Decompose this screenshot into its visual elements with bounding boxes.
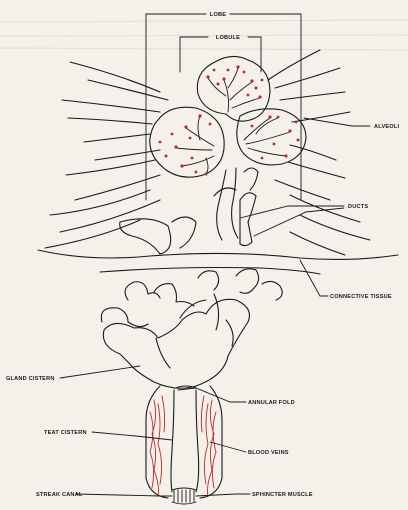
leader-lines [60, 118, 370, 496]
paper-texture [0, 20, 408, 50]
streak-canal-label: STREAK CANAL [36, 492, 83, 498]
sphincter-muscle-label: SPHINCTER MUSCLE [252, 492, 313, 498]
lobules [150, 56, 306, 177]
gland-cistern-structure [101, 269, 282, 388]
connective-tissue-band [38, 250, 398, 274]
lobule-top [197, 56, 270, 121]
blood-veins [150, 396, 216, 496]
lobe-label: LOBE [210, 12, 226, 18]
lobule-bracket [180, 37, 261, 72]
annular-fold-label: ANNULAR FOLD [248, 400, 295, 406]
gland-cistern-label: GLAND CISTERN [6, 376, 55, 382]
ducts-label: DUCTS [348, 204, 368, 210]
alveoli-dots [159, 65, 300, 175]
blood-veins-label: BLOOD VEINS [248, 450, 289, 456]
sphincter-muscle-shape [172, 488, 196, 504]
alveoli-label: ALVEOLI [374, 124, 399, 130]
teat-cistern-label: TEAT CISTERN [44, 430, 87, 436]
lobule-label: LOBULE [216, 35, 240, 41]
connective-tissue-fronds [45, 50, 370, 255]
connective-tissue-label: CONNECTIVE TISSUE [330, 294, 392, 300]
